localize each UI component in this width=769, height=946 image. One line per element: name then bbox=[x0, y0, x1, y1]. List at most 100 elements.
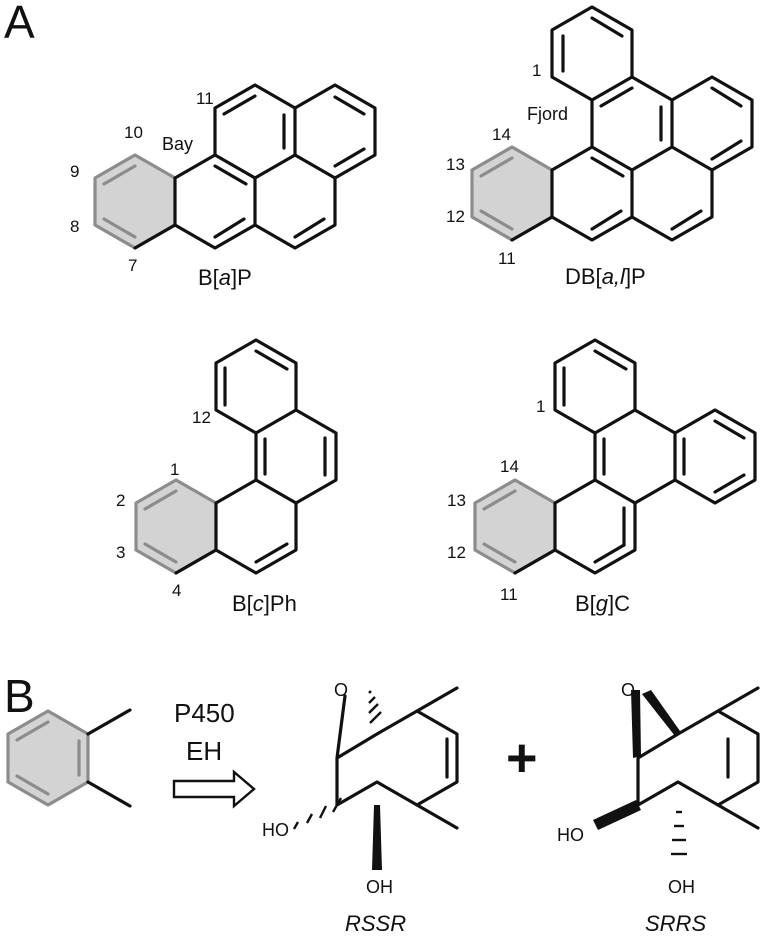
bcph-skeleton bbox=[174, 338, 338, 575]
dbalp-skeleton-inner bbox=[590, 75, 634, 102]
dbalp-double-bond bbox=[590, 156, 625, 178]
bgc-double-bond bbox=[713, 419, 746, 440]
srrs-epoxide-wedge-right bbox=[642, 690, 680, 736]
srrs-hydroxyl-hashed-bond bbox=[671, 810, 687, 856]
reagent-eh: EH bbox=[186, 736, 222, 766]
bap-skeleton bbox=[133, 83, 377, 250]
dbalp-skeleton bbox=[510, 5, 754, 242]
bap-highlight-inner-bond bbox=[102, 217, 137, 239]
bgc-highlight-inner-bond bbox=[482, 489, 517, 511]
rssr-methyl-bond bbox=[415, 803, 459, 830]
bcph-highlight-inner-bond bbox=[143, 542, 178, 564]
substrate-inner-bond bbox=[15, 720, 50, 742]
bgc-double-bond bbox=[593, 349, 628, 371]
srrs-epoxide-wedge-left bbox=[631, 690, 641, 758]
rssr-hydroxyl-wedge bbox=[372, 805, 382, 870]
product-rssr: O HO OH RSSR bbox=[262, 680, 459, 936]
rssr-epoxide-oxygen: O bbox=[334, 680, 348, 700]
dbalp-position-11: 11 bbox=[498, 249, 516, 268]
bap-position-9: 9 bbox=[70, 162, 79, 181]
srrs-methyl-bond bbox=[716, 686, 760, 713]
srrs-ring-bonds bbox=[636, 709, 760, 807]
bcph-double-bond bbox=[254, 542, 289, 564]
srrs-hydroxyl-bottom: OH bbox=[668, 877, 695, 897]
rssr-hydroxyl-bottom: OH bbox=[366, 877, 393, 897]
bap-position-10: 10 bbox=[124, 123, 143, 142]
bap-compound-name: B[a]P bbox=[198, 265, 252, 290]
rssr-epoxide-bond bbox=[335, 694, 347, 760]
reagent-p450: P450 bbox=[174, 698, 235, 728]
rssr-stereo-label: RSSR bbox=[345, 911, 406, 936]
srrs-hydroxyl-left: HO bbox=[557, 825, 584, 845]
bcph-position-3: 3 bbox=[116, 543, 125, 562]
bgc-double-bond bbox=[713, 473, 746, 494]
bap-double-bond bbox=[213, 164, 248, 186]
bgc-skeleton bbox=[513, 338, 757, 575]
dbalp-position-13: 13 bbox=[446, 155, 465, 174]
bgc-position-14: 14 bbox=[500, 457, 519, 476]
structure-bgc: 1 14 13 12 11 B[g]C bbox=[447, 338, 757, 616]
bap-position-7: 7 bbox=[128, 256, 137, 275]
bgc-skeleton-inner bbox=[593, 408, 637, 435]
bgc-position-11: 11 bbox=[500, 585, 518, 604]
substrate-benzo-ring bbox=[6, 708, 132, 808]
structure-bap: 11 10 9 8 7 Bay B[a]P bbox=[70, 83, 377, 290]
rssr-methyl-bond bbox=[415, 686, 459, 713]
bap-highlighted-ring bbox=[95, 155, 175, 248]
bap-position-11: 11 bbox=[196, 89, 214, 108]
panel-b-label: B bbox=[4, 670, 35, 722]
dbalp-highlight-inner-bond bbox=[479, 156, 514, 178]
bgc-highlight-inner-bond bbox=[482, 542, 517, 564]
dbalp-compound-name: DB[a,l]P bbox=[565, 264, 646, 289]
bgc-position-13: 13 bbox=[447, 491, 466, 510]
dbalp-position-1: 1 bbox=[532, 61, 541, 80]
bap-skeleton-inner bbox=[213, 153, 337, 180]
bap-double-bond bbox=[333, 147, 366, 168]
bcph-compound-name: B[c]Ph bbox=[232, 591, 297, 616]
dbalp-highlight-inner-bond bbox=[479, 209, 514, 231]
substrate-inner-bond bbox=[15, 774, 50, 796]
bgc-position-12: 12 bbox=[447, 543, 466, 562]
rssr-ring-bonds bbox=[335, 709, 459, 807]
structure-dbalp: 1 Fjord 14 13 12 11 DB[a,l]P bbox=[446, 5, 754, 289]
rssr-hydroxyl-left: HO bbox=[262, 820, 289, 840]
bcph-highlight-inner-bond bbox=[143, 489, 178, 511]
rssr-epoxide-hashed-bond bbox=[368, 690, 382, 724]
bcph-position-1: 1 bbox=[170, 460, 179, 479]
srrs-epoxide-oxygen: O bbox=[621, 680, 635, 700]
dbalp-position-12: 12 bbox=[446, 207, 465, 226]
bgc-skeleton-inner bbox=[593, 478, 637, 505]
substrate-highlighted-ring bbox=[8, 711, 88, 805]
reaction-arrow bbox=[172, 769, 256, 809]
bgc-highlighted-ring bbox=[475, 480, 555, 573]
dbalp-fjord-region-label: Fjord bbox=[527, 104, 568, 124]
bcph-double-bond bbox=[254, 349, 289, 371]
dbalp-double-bond bbox=[599, 86, 634, 108]
dbalp-skeleton-inner bbox=[590, 145, 714, 172]
plus-sign: + bbox=[506, 728, 538, 788]
structure-bcph: 12 1 2 3 4 B[c]Ph bbox=[116, 338, 338, 616]
dbalp-position-14: 14 bbox=[492, 125, 511, 144]
bap-double-bond bbox=[213, 217, 246, 239]
product-srrs: O HO OH SRRS bbox=[557, 680, 760, 936]
panel-a-label: A bbox=[4, 0, 35, 48]
substrate-substituent-bond bbox=[86, 780, 132, 808]
bgc-compound-name: B[g]C bbox=[575, 591, 630, 616]
bcph-skeleton-inner bbox=[254, 408, 298, 435]
rssr-hydroxyl-hashed-bond bbox=[292, 797, 343, 830]
bap-highlight-inner-bond bbox=[102, 164, 137, 186]
bap-bay-region-label: Bay bbox=[162, 134, 193, 154]
bcph-position-2: 2 bbox=[116, 491, 125, 510]
dbalp-double-bond bbox=[590, 16, 624, 38]
bap-position-8: 8 bbox=[70, 217, 79, 236]
bcph-highlighted-ring bbox=[136, 480, 216, 573]
bap-double-bond bbox=[293, 217, 326, 239]
dbalp-double-bond bbox=[710, 139, 743, 161]
bcph-position-12: 12 bbox=[192, 408, 211, 427]
srrs-stereo-label: SRRS bbox=[645, 911, 706, 936]
srrs-methyl-bond bbox=[716, 803, 760, 830]
bgc-double-bond bbox=[593, 543, 626, 564]
bcph-position-4: 4 bbox=[172, 581, 181, 600]
dbalp-double-bond bbox=[710, 86, 743, 108]
